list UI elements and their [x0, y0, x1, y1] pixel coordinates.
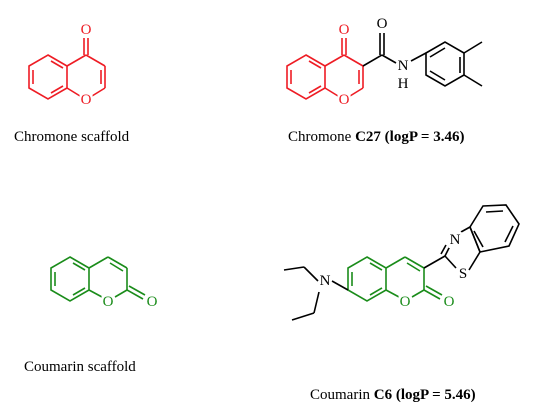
oxygen-atom-label: O [81, 92, 92, 108]
oxygen-atom-label: O [339, 92, 350, 108]
coumarin-c6-caption: Coumarin C6 (logP = 5.46) [310, 387, 476, 403]
nitrogen-atom-label: N [320, 273, 331, 289]
atom-label-backing [101, 294, 115, 310]
atom-label-backing [442, 294, 456, 310]
chromone-scaffold-structure: O O [28, 22, 106, 108]
coumarin-scaffold-structure: O O [50, 256, 159, 310]
atom-label-backing [318, 273, 332, 289]
atom-label-backing [375, 16, 389, 32]
chromone-scaffold-caption: Chromone scaffold [14, 129, 130, 145]
caption-logp: (logP = 3.46) [385, 129, 465, 145]
atom-label-backing [448, 232, 462, 248]
caption-part: Coumarin scaffold [24, 359, 136, 375]
caption-compound-id: C27 [355, 129, 381, 145]
oxygen-atom-label: O [400, 294, 411, 310]
caption-part: Chromone scaffold [14, 129, 130, 145]
coumarin-scaffold-caption: Coumarin scaffold [24, 359, 136, 375]
hydrogen-atom-label: H [398, 76, 409, 92]
nitrogen-atom-label: N [450, 232, 461, 248]
oxygen-atom-label: O [444, 294, 455, 310]
atom-label-backing [396, 76, 410, 92]
atom-label-backing [398, 294, 412, 310]
oxygen-atom-label: O [81, 22, 92, 38]
oxygen-atom-label: O [103, 294, 114, 310]
caption-part: Coumarin [310, 387, 374, 403]
atom-label-backing [79, 22, 93, 38]
sulfur-atom-label: S [459, 266, 467, 282]
oxygen-atom-label: O [339, 22, 350, 38]
caption-part: Chromone [288, 129, 355, 145]
nitrogen-atom-label: N [398, 58, 409, 74]
oxygen-atom-label: O [377, 16, 388, 32]
oxygen-atom-label: O [147, 294, 158, 310]
atom-label-backing [145, 294, 159, 310]
atom-label-backing [337, 92, 351, 108]
atom-label-backing [337, 22, 351, 38]
coumarin-c6-structure: O O N N S [283, 204, 520, 321]
caption-compound-id: C6 [374, 387, 393, 403]
atom-label-backing [396, 58, 410, 74]
atom-label-backing [79, 92, 93, 108]
caption-logp: (logP = 5.46) [396, 387, 476, 403]
chromone-c27-caption: Chromone C27 (logP = 3.46) [288, 129, 464, 145]
atom-label-backing [457, 266, 469, 282]
chromone-c27-structure: O O O N H [286, 16, 483, 108]
